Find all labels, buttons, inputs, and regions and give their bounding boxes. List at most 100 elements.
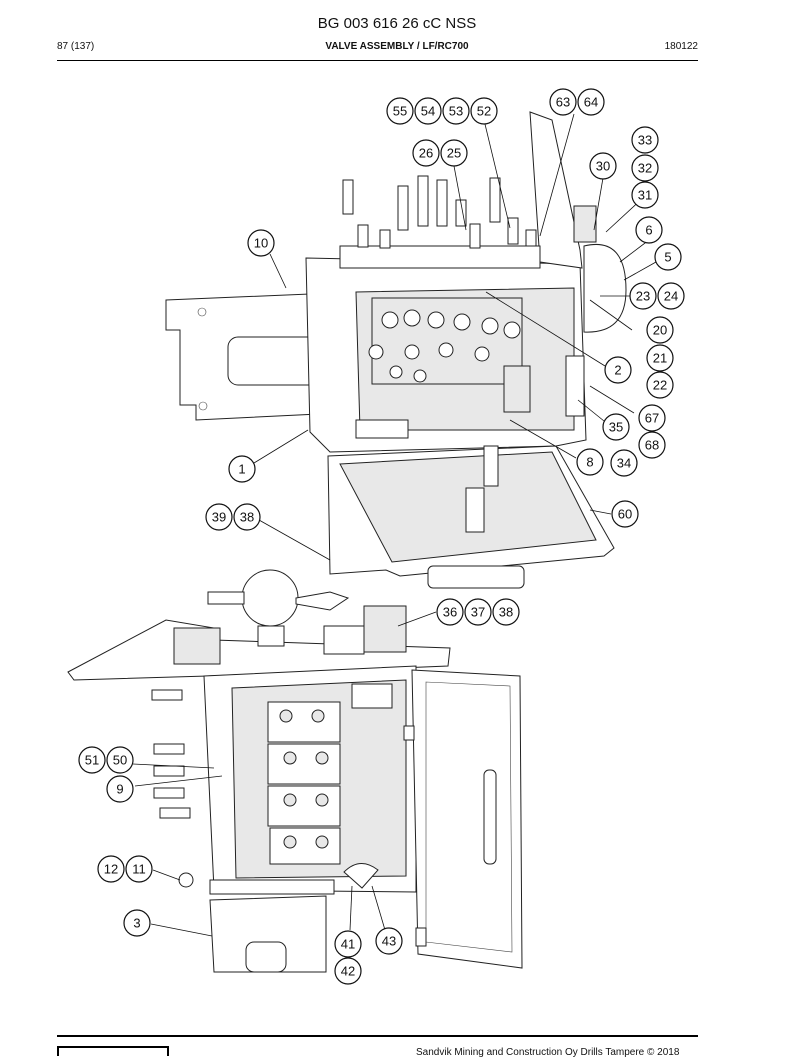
top-cover-plate [67, 619, 451, 681]
callout-38: 38 [492, 598, 520, 626]
callout-label: 35 [609, 420, 623, 435]
callout-51: 51 [78, 746, 106, 774]
callout-37: 37 [464, 598, 492, 626]
callout-22: 22 [646, 371, 674, 399]
callout-label: 9 [116, 782, 123, 797]
callout-label: 2 [614, 363, 621, 378]
callout-38: 38 [233, 503, 261, 531]
page-number: 87 (137) [57, 41, 95, 52]
callout-label: 34 [617, 456, 631, 471]
callout-label: 50 [113, 753, 127, 768]
document-date: 180122 [664, 41, 698, 52]
header-divider [57, 60, 698, 61]
callout-label: 24 [664, 289, 678, 304]
callout-52: 52 [470, 97, 498, 125]
callout-31: 31 [631, 181, 659, 209]
callout-label: 21 [653, 351, 667, 366]
footer-divider [57, 1035, 698, 1037]
callout-32: 32 [631, 154, 659, 182]
upper-valve-assembly [165, 111, 627, 589]
callout-41: 41 [334, 930, 362, 958]
callout-label: 10 [254, 236, 268, 251]
callout-label: 52 [477, 104, 491, 119]
callout-1: 1 [228, 455, 256, 483]
callout-label: 64 [584, 95, 598, 110]
callout-label: 38 [499, 605, 513, 620]
callout-42: 42 [334, 957, 362, 985]
callout-20: 20 [646, 316, 674, 344]
callout-68: 68 [638, 431, 666, 459]
callout-55: 55 [386, 97, 414, 125]
sandvik-logo [57, 1046, 169, 1056]
callout-label: 33 [638, 133, 652, 148]
callout-8: 8 [576, 448, 604, 476]
callout-label: 55 [393, 104, 407, 119]
callout-label: 1 [238, 462, 245, 477]
callout-6: 6 [635, 216, 663, 244]
callout-label: 26 [419, 146, 433, 161]
section-title: VALVE ASSEMBLY / LF/RC700 [325, 41, 469, 52]
callout-label: 54 [421, 104, 435, 119]
callout-label: 11 [132, 862, 146, 877]
callout-54: 54 [414, 97, 442, 125]
callout-24: 24 [657, 282, 685, 310]
callout-64: 64 [577, 88, 605, 116]
callout-label: 37 [471, 605, 485, 620]
callout-label: 42 [341, 964, 355, 979]
callout-label: 39 [212, 510, 226, 525]
callout-label: 31 [638, 188, 652, 203]
callout-label: 23 [636, 289, 650, 304]
callout-33: 33 [631, 126, 659, 154]
base-stand [209, 895, 327, 973]
callout-label: 63 [556, 95, 570, 110]
callout-label: 51 [85, 753, 99, 768]
callout-35: 35 [602, 413, 630, 441]
document-number: BG 003 616 26 cC NSS [317, 15, 477, 32]
callout-label: 20 [653, 323, 667, 338]
callout-21: 21 [646, 344, 674, 372]
callout-3: 3 [123, 909, 151, 937]
callout-67: 67 [638, 404, 666, 432]
callout-23: 23 [629, 282, 657, 310]
callout-label: 68 [645, 438, 659, 453]
callout-2: 2 [604, 356, 632, 384]
leader-lines [132, 113, 657, 937]
lower-valve-assembly [67, 569, 523, 973]
callout-label: 25 [447, 146, 461, 161]
callout-label: 38 [240, 510, 254, 525]
callout-label: 12 [104, 862, 118, 877]
callout-50: 50 [106, 746, 134, 774]
callout-36: 36 [436, 598, 464, 626]
callout-label: 36 [443, 605, 457, 620]
callout-label: 60 [618, 507, 632, 522]
callout-10: 10 [247, 229, 275, 257]
callout-30: 30 [589, 152, 617, 180]
callout-11: 11 [125, 855, 153, 883]
callout-9: 9 [106, 775, 134, 803]
callout-label: 5 [664, 250, 671, 265]
callout-label: 53 [449, 104, 463, 119]
callout-label: 8 [586, 455, 593, 470]
callout-label: 43 [382, 934, 396, 949]
callout-label: 41 [341, 937, 355, 952]
cabinet-door [411, 669, 523, 969]
callout-26: 26 [412, 139, 440, 167]
callout-34: 34 [610, 449, 638, 477]
callout-39: 39 [205, 503, 233, 531]
callout-5: 5 [654, 243, 682, 271]
callout-25: 25 [440, 139, 468, 167]
callout-53: 53 [442, 97, 470, 125]
callout-label: 6 [645, 223, 652, 238]
callout-label: 22 [653, 378, 667, 393]
callout-12: 12 [97, 855, 125, 883]
callout-label: 67 [645, 411, 659, 426]
accumulator [241, 569, 299, 627]
callout-43: 43 [375, 927, 403, 955]
callout-63: 63 [549, 88, 577, 116]
callout-label: 32 [638, 161, 652, 176]
callout-60: 60 [611, 500, 639, 528]
callout-label: 30 [596, 159, 610, 174]
callout-label: 3 [133, 916, 140, 931]
